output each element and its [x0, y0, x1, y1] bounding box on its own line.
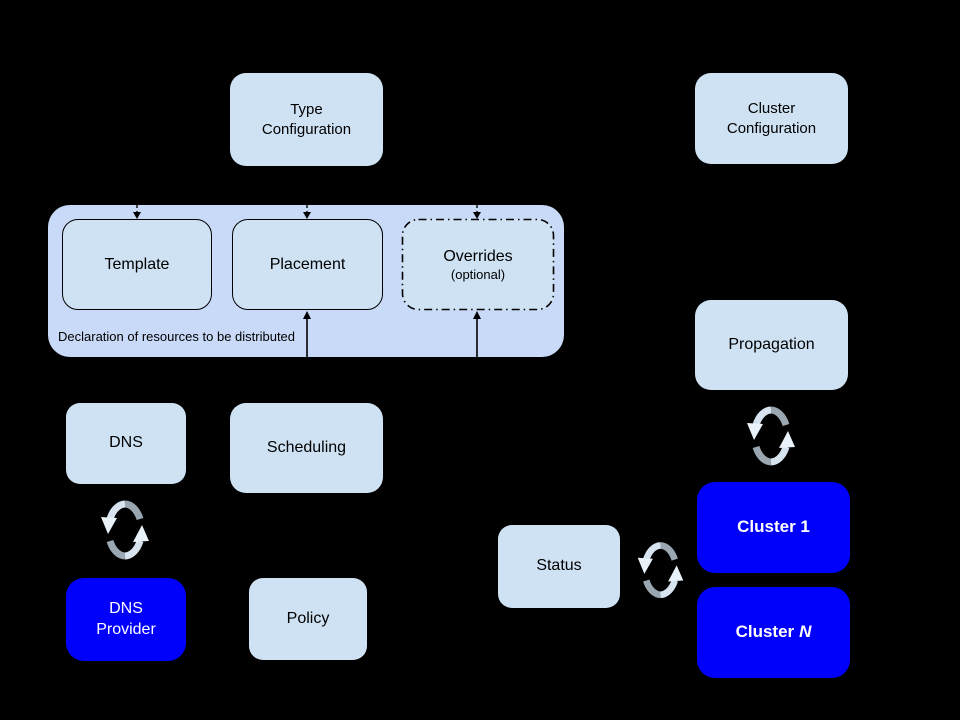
cluster-n-suffix: N — [799, 622, 812, 642]
node-overrides: Overrides (optional) — [402, 219, 554, 310]
node-status: Status — [498, 525, 620, 608]
node-cluster-1: Cluster 1 — [697, 482, 850, 573]
node-policy: Policy — [249, 578, 367, 660]
node-scheduling: Scheduling — [230, 403, 383, 493]
node-cluster-n: Cluster N — [697, 587, 850, 678]
node-dns: DNS — [66, 403, 186, 484]
node-placement: Placement — [232, 219, 383, 310]
sync-icon-propagation — [747, 410, 795, 462]
resource-declaration-container: Template Placement Overrides (optional) … — [48, 205, 564, 357]
node-dns-provider: DNS Provider — [66, 578, 186, 661]
node-cluster-configuration: Cluster Configuration — [695, 73, 848, 164]
node-type-configuration: Type Configuration — [230, 73, 383, 166]
overrides-optional-note: (optional) — [450, 266, 506, 282]
overrides-label: Overrides — [443, 247, 513, 265]
sync-icon-status — [638, 545, 684, 594]
node-propagation: Propagation — [695, 300, 848, 390]
cluster-n-prefix: Cluster — [735, 622, 795, 642]
sync-icon-dns — [101, 504, 149, 556]
node-template: Template — [62, 219, 212, 310]
container-caption: Declaration of resources to be distribut… — [58, 329, 296, 344]
